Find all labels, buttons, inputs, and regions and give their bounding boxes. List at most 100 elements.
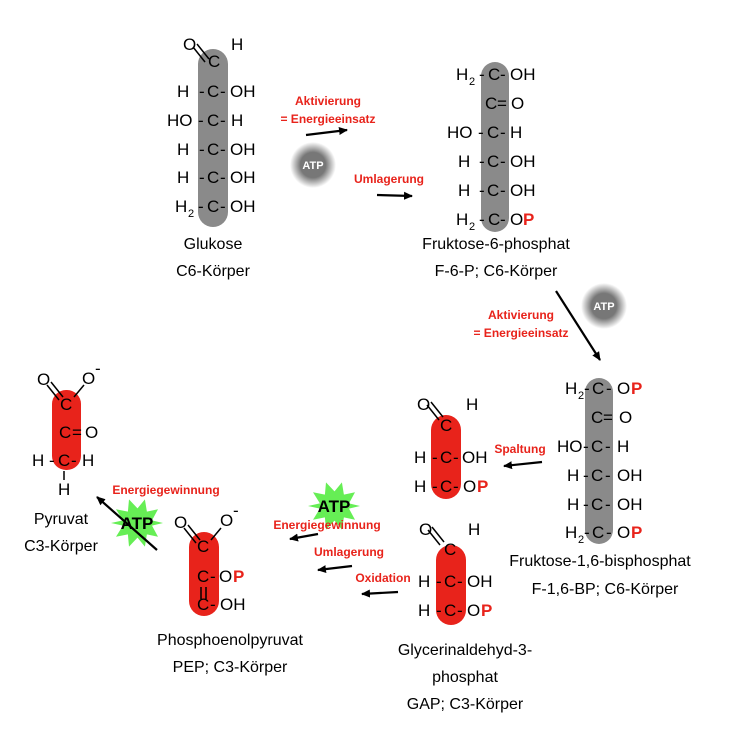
gap-upper-atom-oh: OH xyxy=(462,448,488,467)
f6p-name: Fruktose-6-phosphat xyxy=(422,236,570,253)
f6p-bond: - xyxy=(500,152,506,171)
pyruvate-atom-o-minus: O xyxy=(82,369,95,388)
gap-upper-atom-o: O xyxy=(417,395,430,414)
glucose-bond: - xyxy=(220,82,226,101)
glucose-double-bond xyxy=(196,43,210,60)
atp-consumed-2 xyxy=(581,283,627,329)
pep-atom-o: O xyxy=(219,567,232,586)
f16bp-phosphate-6: P xyxy=(631,523,642,542)
pep-atom-oh: OH xyxy=(220,595,246,614)
f16bp-atom-c: C xyxy=(592,379,604,398)
glucose-atom-c: C xyxy=(207,82,219,101)
cleavage-label: Spaltung xyxy=(494,442,545,456)
oxidation-arrow xyxy=(361,589,399,598)
pep-info: PEP; C3-Körper xyxy=(173,659,288,676)
gap-upper-bond: - xyxy=(432,477,438,496)
step-activation-2: ATP Aktivierung = Energieeinsatz xyxy=(473,283,627,361)
gap-upper-bond: - xyxy=(453,448,459,467)
pyruvate-info: C3-Körper xyxy=(24,538,98,555)
glucose-atom-c: C xyxy=(208,52,220,71)
activation-2-label-sub: = Energieeinsatz xyxy=(473,326,568,340)
rearrangement-2-label: Umlagerung xyxy=(314,545,384,559)
f16bp-bond: - xyxy=(584,523,590,542)
gap-upper-bond: - xyxy=(453,477,459,496)
f6p-atom-h2: H xyxy=(456,210,468,229)
gap-upper-bond: - xyxy=(432,448,438,467)
rearrangement-2-arrow xyxy=(317,564,353,574)
activation-1-label: Aktivierung xyxy=(295,94,361,108)
gap-upper-atom-h: H xyxy=(414,448,426,467)
glucose-bond: - xyxy=(220,168,226,187)
f16bp-bond: - xyxy=(605,466,611,485)
glucose-atom-o: O xyxy=(183,35,196,54)
glucose-double-bond xyxy=(192,46,206,63)
pyruvate-atom-c: C xyxy=(58,451,70,470)
gap-lower-atom-h: H xyxy=(418,572,430,591)
f16bp-bond: - xyxy=(583,495,589,514)
f6p-atom-c: C xyxy=(487,181,499,200)
gap-lower-atom-oh: OH xyxy=(467,572,493,591)
step-oxidation-rearrangement: Oxidation Umlagerung ATP Energiegewinnun… xyxy=(273,482,411,598)
gap-lower-bond: - xyxy=(436,572,442,591)
pep-phosphate: P xyxy=(233,567,244,586)
glucose-atom-c: C xyxy=(207,140,219,159)
f6p-atom-o: O xyxy=(510,210,523,229)
pep-atom-o: O xyxy=(174,513,187,532)
cleavage-arrow xyxy=(503,460,543,470)
f6p-bond: - xyxy=(500,210,506,229)
f16bp-phosphate-1: P xyxy=(631,379,642,398)
pyruvate-atom-c: C xyxy=(59,423,71,442)
f16bp-atom-o: O xyxy=(617,379,630,398)
glucose-molecule: O C H H - C - OH HO - C - H H - C - OH H… xyxy=(167,35,256,280)
f6p-atom-h: H xyxy=(510,123,522,142)
gap-lower-atom-c: C xyxy=(444,572,456,591)
gap-lower-atom-c: C xyxy=(444,601,456,620)
glucose-bond: - xyxy=(199,140,205,159)
energy-gain-1-arrow xyxy=(289,532,319,542)
f6p-molecule: H 2 - C - OH C = O HO - C - H H - C - OH… xyxy=(422,62,570,280)
pep-molecule: O O - C C - O P C - OH Phosphoenolpyruva… xyxy=(157,501,303,676)
f6p-bond: - xyxy=(479,210,485,229)
f16bp-atom-c: C xyxy=(592,523,604,542)
glucose-atom-c: C xyxy=(207,197,219,216)
gap-upper-backbone xyxy=(431,415,461,499)
f16bp-bond: - xyxy=(583,466,589,485)
f16bp-atom-c: C xyxy=(591,495,603,514)
f6p-info: F-6-P; C6-Körper xyxy=(435,263,558,280)
f16bp-atom-h: H xyxy=(567,495,579,514)
gap-upper-phosphate: P xyxy=(477,477,488,496)
glucose-bond: - xyxy=(220,140,226,159)
pep-name: Phosphoenolpyruvat xyxy=(157,632,303,649)
f6p-atom-h: H xyxy=(458,152,470,171)
pep-double-bond-o xyxy=(187,524,201,541)
gap-lower-atom-o: O xyxy=(467,601,480,620)
gap-upper-atom-h: H xyxy=(414,477,426,496)
f16bp-atom-c: C xyxy=(591,466,603,485)
f16bp-atom-h: H xyxy=(567,466,579,485)
gap-upper-atom-o: O xyxy=(463,477,476,496)
gap-lower-bond: - xyxy=(436,601,442,620)
gap-upper-double-bond xyxy=(426,404,440,421)
glucose-atom-h: H xyxy=(231,111,243,130)
gap-lower-atom-h: H xyxy=(468,520,480,539)
f16bp-bond: - xyxy=(584,379,590,398)
oxidation-label: Oxidation xyxy=(355,571,410,585)
activation-1-label-sub: = Energieeinsatz xyxy=(280,112,375,126)
f16bp-name: Fruktose-1,6-bisphosphat xyxy=(509,553,691,570)
pyruvate-atom-h: H xyxy=(82,451,94,470)
pyruvate-double-bond: = xyxy=(72,423,82,442)
pep-single-bond-o xyxy=(210,527,222,541)
gap-lower-bond: - xyxy=(457,601,463,620)
f16bp-info: F-1,6-BP; C6-Körper xyxy=(532,581,679,598)
pyruvate-bond: - xyxy=(71,451,77,470)
f16bp-atom-h2: H xyxy=(565,379,577,398)
f16bp-atom-h: H xyxy=(617,437,629,456)
activation-2-label: Aktivierung xyxy=(488,308,554,322)
pep-charge: - xyxy=(233,501,239,520)
f16bp-subscript-2: 2 xyxy=(578,534,584,546)
glucose-bond: - xyxy=(220,111,226,130)
rearrangement-1-label: Umlagerung xyxy=(354,172,424,186)
energy-gain-2-arrow xyxy=(96,496,158,551)
glucose-atom-oh: OH xyxy=(230,197,256,216)
